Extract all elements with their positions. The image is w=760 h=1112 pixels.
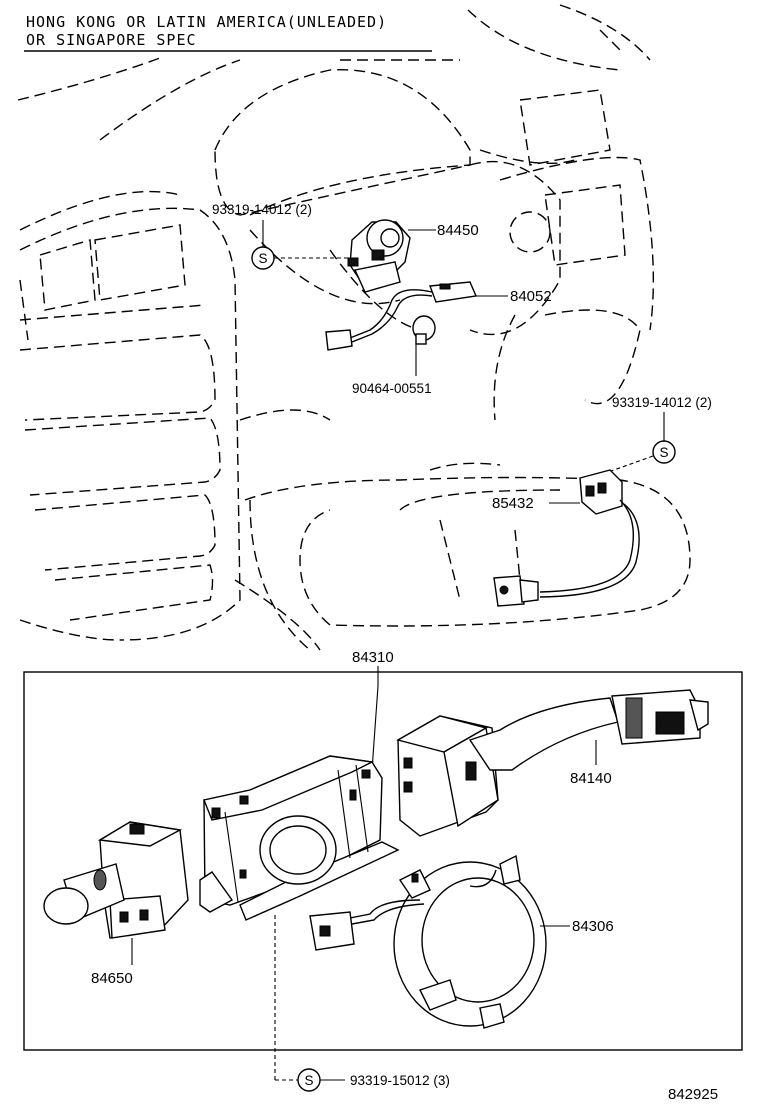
wiper-switch-84140 <box>396 689 709 837</box>
switch-85432 <box>493 469 640 607</box>
header-line-1: HONG KONG OR LATIN AMERICA(UNLEADED) <box>26 13 387 31</box>
part-label-84140: 84140 <box>570 770 612 787</box>
headlamp-switch-84650 <box>43 821 189 939</box>
bulb-90464 <box>412 315 436 376</box>
screw-symbol-top: S <box>251 246 275 270</box>
part-label-84650: 84650 <box>91 970 133 987</box>
screw-symbol-bottom: S <box>297 1068 321 1092</box>
dashboard-outline <box>17 4 691 651</box>
part-label-screw-right: 93319-14012 (2) <box>612 395 712 410</box>
svg-text:S: S <box>659 445 668 460</box>
svg-text:S: S <box>304 1073 313 1088</box>
header-line-2: OR SINGAPORE SPEC <box>26 31 197 49</box>
screw-symbol-right: S <box>652 440 676 464</box>
figure-id: 842925 <box>668 1086 718 1103</box>
part-label-85432: 85432 <box>492 495 534 512</box>
svg-text:S: S <box>258 251 267 266</box>
spiral-cable-84306 <box>309 854 547 1029</box>
part-label-screw-top: 93319-14012 (2) <box>212 202 312 217</box>
wire-harness-84052 <box>325 281 478 351</box>
switch-bracket <box>199 755 400 921</box>
part-label-84450: 84450 <box>437 222 479 239</box>
part-label-84306: 84306 <box>572 918 614 935</box>
ignition-switch-84450 <box>347 219 411 293</box>
part-label-84310: 84310 <box>352 649 394 666</box>
part-label-84052: 84052 <box>510 288 552 305</box>
assembly-frame-84310 <box>23 671 743 1051</box>
part-label-screw-bottom: 93319-15012 (3) <box>350 1073 450 1088</box>
part-label-90464: 90464-00551 <box>352 381 432 396</box>
